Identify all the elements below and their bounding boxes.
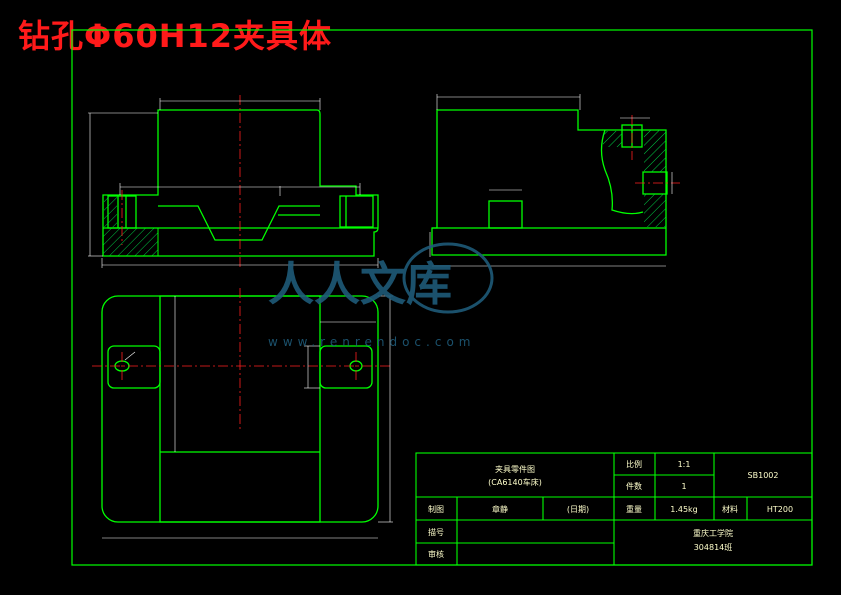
front-centerlines	[121, 95, 241, 268]
top-dimensions	[102, 295, 393, 539]
scale-value: 1:1	[678, 460, 691, 469]
designer-label: 描号	[428, 527, 444, 537]
front-hatch-left	[102, 227, 159, 257]
drawn-label: 制图	[428, 504, 444, 514]
watermark-text: 人人文库	[268, 257, 452, 311]
front-hatch-boss	[104, 197, 117, 227]
drawing-number: SB1002	[748, 471, 779, 480]
drawing-title: 钻孔Φ60H12夹具体	[18, 17, 333, 55]
side-hatch-right-low	[644, 194, 666, 227]
title-block	[415, 452, 813, 566]
class-name: 304814班	[694, 542, 733, 552]
side-centerlines	[631, 115, 680, 184]
side-dimensions	[429, 94, 673, 267]
drawn-name: 章静	[492, 504, 508, 514]
material-label: 材料	[722, 504, 738, 514]
part-name: 夹具零件图	[495, 464, 535, 474]
material-value: HT200	[767, 505, 793, 514]
qty-value: 1	[681, 482, 686, 491]
side-hatch-top	[603, 131, 622, 147]
date-label: (日期)	[567, 505, 589, 514]
top-centerlines	[92, 288, 390, 430]
front-dimensions	[88, 98, 379, 268]
side-view	[431, 109, 668, 256]
part-subtitle: (CA6140车床)	[488, 477, 542, 487]
watermark-url: www.renrendoc.com	[268, 335, 475, 349]
weight-value: 1.45kg	[670, 505, 698, 514]
side-hatch-right	[644, 130, 666, 172]
school-name: 重庆工学院	[693, 528, 733, 538]
scale-label: 比例	[626, 459, 642, 469]
title-block-text: 夹具零件图 (CA6140车床) 比例 1:1 SB1002 件数 1 制图 章…	[428, 459, 793, 559]
checker-label: 审核	[428, 549, 444, 559]
weight-label: 重量	[626, 504, 642, 514]
watermark: 人人文库 www.renrendoc.com	[268, 242, 494, 349]
qty-label: 件数	[626, 481, 642, 491]
